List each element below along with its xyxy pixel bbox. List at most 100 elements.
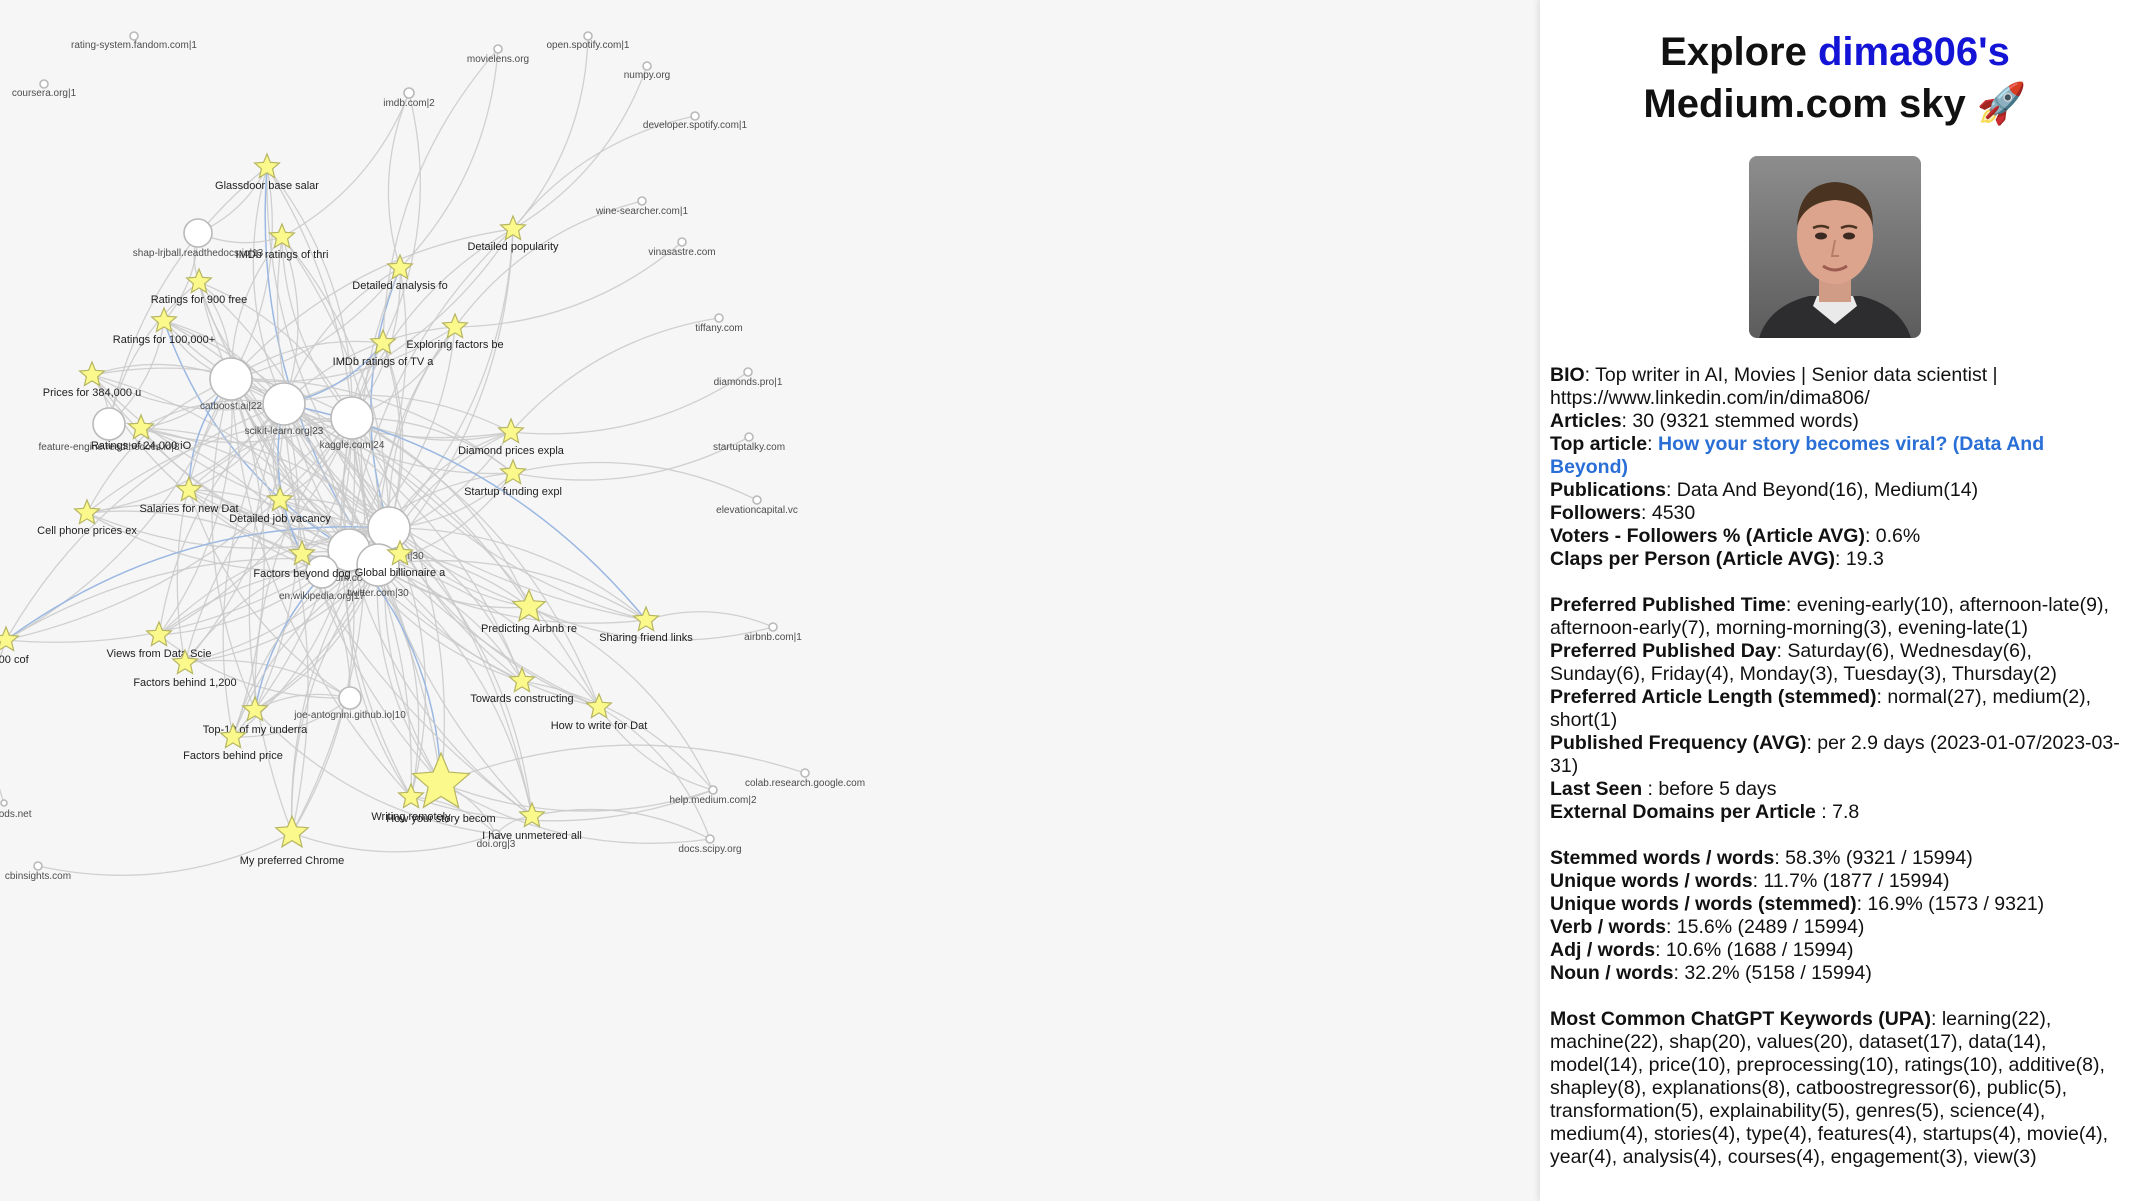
- article-node[interactable]: Global billionaire a: [355, 539, 446, 579]
- article-graph-canvas[interactable]: rating-system.fandom.com|1 coursera.org|1…: [0, 0, 1540, 1201]
- article-star-icon[interactable]: [175, 475, 203, 502]
- article-star-icon[interactable]: [369, 328, 397, 355]
- article-star-icon[interactable]: [185, 267, 213, 294]
- domain-node-circle[interactable]: [642, 61, 652, 71]
- article-node[interactable]: Diamond prices expla: [458, 417, 565, 457]
- domain-node[interactable]: vinasastre.com: [648, 237, 716, 258]
- article-star-icon[interactable]: [585, 692, 613, 719]
- domain-node[interactable]: en.wikipedia.org|17: [279, 555, 365, 602]
- domain-node[interactable]: twitter.com|30: [347, 543, 409, 599]
- article-star-icon[interactable]: [145, 620, 173, 647]
- domain-node-circle[interactable]: [491, 829, 501, 839]
- article-star-icon[interactable]: [499, 214, 527, 241]
- article-star-icon[interactable]: [518, 801, 546, 828]
- domain-node-circle[interactable]: [356, 543, 400, 587]
- article-node[interactable]: IMDb ratings of TV a: [333, 328, 435, 368]
- article-star-icon[interactable]: [508, 666, 536, 693]
- article-node[interactable]: Factors beyond dog: [253, 539, 351, 580]
- domain-node[interactable]: cbinsights.com: [5, 861, 71, 882]
- domain-node-circle[interactable]: [800, 768, 810, 778]
- domain-node[interactable]: elevationcapital.vc: [716, 495, 798, 516]
- article-star-icon[interactable]: [632, 605, 660, 632]
- domain-node-circle[interactable]: [330, 396, 374, 440]
- domain-node[interactable]: airbnb.com|1: [744, 622, 802, 643]
- article-star-icon[interactable]: [386, 539, 414, 566]
- domain-node-circle[interactable]: [744, 432, 754, 442]
- article-node[interactable]: Detailed popularity: [467, 214, 559, 253]
- domain-node[interactable]: tiffany.com: [695, 313, 743, 334]
- domain-node[interactable]: coursera.org|1: [12, 79, 77, 99]
- domain-node-circle[interactable]: [768, 622, 778, 632]
- article-node[interactable]: Top-10 of my underra: [203, 695, 308, 736]
- domain-node[interactable]: help.medium.com|2: [669, 785, 757, 806]
- domain-node-circle[interactable]: [367, 506, 411, 550]
- domain-node[interactable]: kaggle.com|24: [320, 396, 385, 451]
- domain-node-circle[interactable]: [129, 31, 139, 41]
- article-star-icon[interactable]: [411, 751, 471, 809]
- domain-node[interactable]: methods.net: [0, 799, 32, 820]
- article-node[interactable]: Factors behind price: [183, 722, 283, 762]
- domain-node[interactable]: docs.scipy.org: [678, 834, 742, 855]
- domain-node-circle[interactable]: [209, 357, 253, 401]
- domain-node-circle[interactable]: [92, 407, 126, 441]
- domain-node-circle[interactable]: [305, 555, 339, 589]
- article-star-icon[interactable]: [441, 312, 469, 339]
- article-node[interactable]: Salaries for new Dat: [139, 475, 239, 515]
- article-node[interactable]: My preferred Chrome: [240, 814, 345, 867]
- domain-node-circle[interactable]: [39, 79, 49, 89]
- article-node[interactable]: IMDb ratings of thri: [236, 222, 329, 261]
- article-star-icon[interactable]: [386, 253, 414, 280]
- article-star-icon[interactable]: [274, 814, 310, 849]
- article-star-icon[interactable]: [268, 222, 296, 249]
- domain-node[interactable]: joe-antognini.github.io|10: [293, 686, 406, 721]
- domain-node-circle[interactable]: [33, 861, 43, 871]
- domain-node[interactable]: rating-system.fandom.com|1: [71, 31, 197, 51]
- domain-node[interactable]: diamonds.pro|1: [714, 367, 783, 388]
- article-node[interactable]: Ratings for 900 free: [151, 267, 248, 306]
- article-star-icon[interactable]: [288, 539, 316, 566]
- domain-node-circle[interactable]: [403, 87, 415, 99]
- article-node[interactable]: Predicting Airbnb re: [481, 588, 577, 635]
- domain-node[interactable]: scikit-learn.org|23: [245, 382, 324, 437]
- article-star-icon[interactable]: [73, 498, 101, 525]
- article-node[interactable]: Ratings for 100,000+: [113, 306, 215, 346]
- top-article-link[interactable]: How your story becomes viral? (Data And …: [1550, 433, 2045, 478]
- domain-node[interactable]: colab.research.google.com: [745, 768, 865, 789]
- domain-node[interactable]: imdb.com|2: [383, 87, 435, 109]
- article-node[interactable]: Detailed analysis fo: [352, 253, 448, 292]
- domain-node-circle[interactable]: [637, 196, 647, 206]
- domain-node[interactable]: shap-lrjball.readthedocs.io|13: [133, 218, 264, 259]
- article-star-icon[interactable]: [266, 485, 294, 512]
- domain-node-circle[interactable]: [493, 44, 503, 54]
- domain-node-circle[interactable]: [752, 495, 762, 505]
- domain-node-circle[interactable]: [705, 834, 715, 844]
- article-node[interactable]: Exploring factors be: [406, 312, 504, 351]
- domain-node-circle[interactable]: [677, 237, 687, 247]
- domain-node-circle[interactable]: [0, 799, 8, 807]
- article-star-icon[interactable]: [78, 360, 106, 387]
- domain-node[interactable]: open.spotify.com|1: [546, 31, 630, 51]
- domain-node-circle[interactable]: [183, 218, 213, 248]
- article-node[interactable]: 1,200 cof: [0, 625, 30, 666]
- article-node[interactable]: Ratings of 24,000 iO: [91, 413, 192, 452]
- article-node[interactable]: Factors behind 1,200: [133, 648, 237, 689]
- domain-node-circle[interactable]: [338, 686, 362, 710]
- domain-node[interactable]: developer.spotify.com|1: [643, 111, 748, 131]
- domain-node-circle[interactable]: [262, 382, 306, 426]
- domain-node-circle[interactable]: [714, 313, 724, 323]
- domain-node[interactable]: startuptalky.com: [713, 432, 785, 453]
- article-star-icon[interactable]: [499, 458, 527, 485]
- article-star-icon[interactable]: [127, 413, 155, 440]
- domain-node[interactable]: numpy.org: [624, 61, 671, 81]
- domain-node[interactable]: movielens.org: [467, 44, 529, 65]
- article-star-icon[interactable]: [511, 588, 547, 623]
- article-star-icon[interactable]: [253, 152, 281, 179]
- article-node[interactable]: Towards constructing: [470, 666, 574, 705]
- article-star-icon[interactable]: [497, 417, 525, 444]
- domain-node[interactable]: feature-engine.readthedocs.io|8: [38, 407, 180, 453]
- article-node[interactable]: Prices for 384,000 u: [43, 360, 141, 399]
- article-node[interactable]: Sharing friend links: [599, 605, 693, 644]
- article-node[interactable]: How to write for Dat: [551, 692, 648, 732]
- domain-node-circle[interactable]: [708, 785, 718, 795]
- domain-node-circle[interactable]: [690, 111, 700, 121]
